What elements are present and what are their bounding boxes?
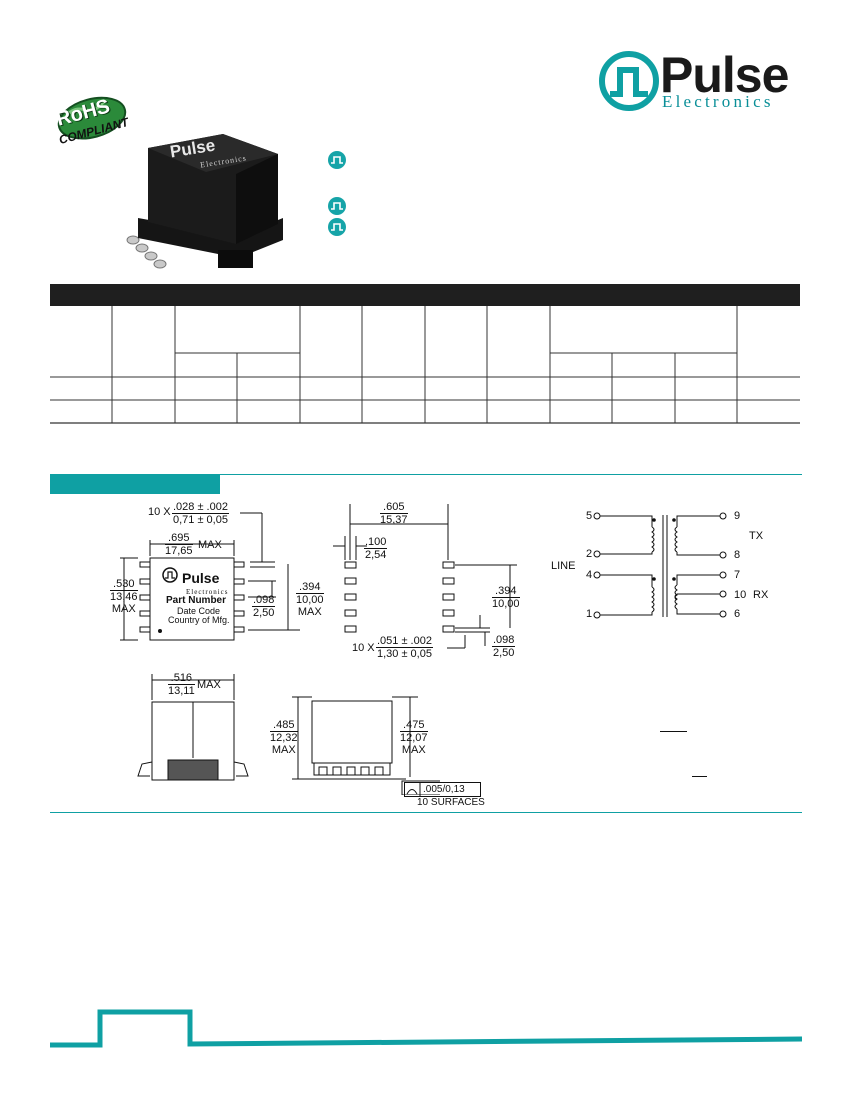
mechanical-bottom-rule (50, 812, 802, 813)
body-in: .475 (400, 719, 428, 732)
footprint-outline (333, 504, 517, 649)
fp-pitch-in: .098 (492, 634, 516, 647)
feature-bullet-icon (328, 218, 346, 236)
pin-1: 1 (586, 608, 593, 620)
height-in: .485 (270, 719, 298, 732)
pin-2: 2 (586, 548, 593, 560)
row-in: .394 (296, 581, 324, 594)
pin-width-count: 10 X (148, 506, 171, 518)
width-mm: 13,46 (110, 591, 138, 603)
end-width-dim: .516 13,11 (168, 672, 195, 697)
pin-width-mm: 0,71 ± 0,05 (173, 514, 228, 526)
feature-bullet-icon (328, 151, 346, 169)
spec-table-header-bar (50, 284, 800, 306)
part-brand: Pulse (182, 570, 220, 586)
row-suffix: MAX (297, 606, 322, 618)
width-in: .530 (110, 578, 138, 591)
pad-width-in: .100 (364, 536, 388, 549)
pitch-in: .098 (252, 594, 276, 607)
span-in: .605 (380, 501, 408, 514)
pin-7: 7 (734, 569, 741, 581)
coplanarity-value: .005/0,13 (423, 784, 465, 795)
span-dim: .605 15,37 (380, 501, 408, 526)
brand-name: Pulse (660, 47, 789, 103)
pitch-mm: 2,50 (253, 607, 275, 619)
date-code: Date Code (177, 606, 221, 616)
schematic-lines (593, 512, 727, 619)
side-view-outline (292, 696, 440, 795)
end-width-in: .516 (168, 672, 195, 685)
feature-bullet-icon (328, 197, 346, 215)
body-mm: 12,07 (400, 732, 428, 744)
spec-table (50, 306, 800, 424)
row-mm: 10,00 (296, 594, 324, 606)
fp-row-mm: 10,00 (492, 598, 520, 610)
end-width-suffix: MAX (197, 679, 221, 691)
row-dim: .394 10,00 MAX (296, 581, 324, 618)
height-dim: .485 12,32 MAX (270, 719, 298, 756)
pin-9: 9 (734, 510, 741, 522)
fp-row-dim: .394 10,00 (492, 585, 520, 610)
top-view-outline (120, 512, 300, 641)
end-view-outline (137, 674, 249, 781)
height-suffix: MAX (271, 744, 296, 756)
fp-row-in: .394 (492, 585, 520, 598)
mechanical-section-tab (50, 475, 220, 494)
tx-label: TX (749, 530, 764, 542)
pad-size-in: .051 ± .002 (376, 635, 433, 648)
span-mm: 15,37 (380, 514, 408, 526)
pitch-dim: .098 2,50 (252, 594, 276, 619)
part-number: Part Number (166, 595, 227, 606)
body-suffix: MAX (401, 744, 426, 756)
pin-4: 4 (586, 569, 593, 581)
overbar-mark (692, 776, 707, 777)
pad-width-mm: 2,54 (365, 549, 387, 561)
fp-pitch-mm: 2,50 (493, 647, 515, 659)
pin-width-in: .028 ± .002 (172, 501, 229, 514)
line-label: LINE (551, 560, 576, 572)
pin-width-dim: .028 ± .002 0,71 ± 0,05 (172, 501, 229, 526)
pad-size-mm: 1,30 ± 0,05 (377, 648, 432, 660)
pad-count: 10 X (352, 642, 375, 654)
footer-pulse-line (50, 1009, 802, 1048)
surfaces-note: 10 SURFACES (417, 797, 485, 808)
width-suffix: MAX (111, 603, 136, 615)
pin-6: 6 (734, 608, 741, 620)
coplanarity-box (404, 782, 481, 797)
fp-pitch-dim: .098 2,50 (492, 634, 516, 659)
component-image (126, 134, 283, 269)
length-mm: 17,65 (165, 545, 193, 557)
mechanical-top-rule (50, 474, 802, 475)
pulse-logo-icon (599, 51, 659, 111)
rohs-globe-icon (57, 96, 127, 140)
overbar-mark (660, 731, 687, 732)
pin-5: 5 (586, 510, 593, 522)
length-dim: .695 17,65 (165, 532, 193, 557)
pad-width-dim: .100 2,54 (364, 536, 388, 561)
length-in: .695 (165, 532, 193, 545)
pin-10: 10 (734, 589, 747, 601)
brand-sub: Electronics (662, 92, 774, 111)
width-dim: .530 13,46 MAX (110, 578, 138, 615)
part-brand-sub: Electronics (186, 588, 229, 596)
rx-label: RX (753, 589, 769, 601)
height-mm: 12,32 (270, 732, 298, 744)
body-dim: .475 12,07 MAX (400, 719, 428, 756)
pin-8: 8 (734, 549, 741, 561)
pad-size-dim: .051 ± .002 1,30 ± 0,05 (376, 635, 433, 660)
end-width-mm: 13,11 (168, 685, 195, 697)
length-suffix: MAX (198, 539, 222, 551)
country-of-mfg: Country of Mfg. (168, 615, 230, 625)
